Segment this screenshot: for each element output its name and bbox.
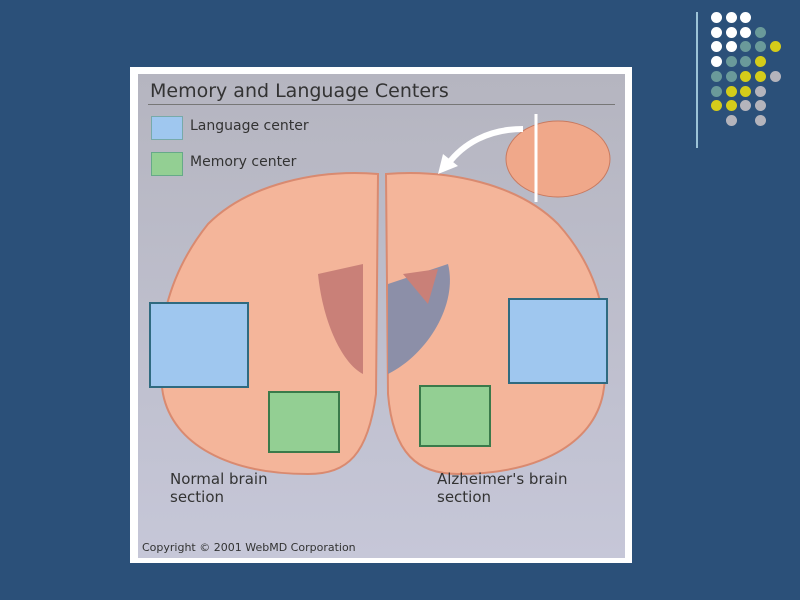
decorative-dot xyxy=(725,56,737,68)
decorative-dot xyxy=(711,12,722,23)
decorative-dot xyxy=(740,41,752,53)
alzheimers-language-center-box xyxy=(508,298,608,384)
decorative-dot xyxy=(711,85,722,97)
decorative-dot xyxy=(755,26,767,38)
decorative-dot xyxy=(740,70,752,82)
decorative-dot xyxy=(755,70,767,82)
alzheimers-brain-caption: Alzheimer's brain section xyxy=(437,470,567,506)
language-center-swatch xyxy=(151,116,183,140)
decorative-dot xyxy=(725,41,737,53)
decorative-dot xyxy=(725,100,737,112)
decorative-dot xyxy=(755,56,767,68)
decorative-dot xyxy=(725,26,737,38)
decorative-dot xyxy=(711,26,722,38)
caption-line: Alzheimer's brain xyxy=(437,470,568,488)
decorative-dot xyxy=(711,100,722,112)
decorative-dot xyxy=(755,114,767,126)
title-divider xyxy=(148,104,615,105)
side-view-brain-icon xyxy=(505,120,611,198)
alzheimers-ventricle-lower xyxy=(403,269,438,304)
memory-center-swatch xyxy=(151,152,183,176)
caption-line: Normal brain xyxy=(170,470,268,488)
decorative-dot xyxy=(755,85,767,97)
brain-illustration xyxy=(149,114,611,476)
decorative-dot xyxy=(740,26,752,38)
decorative-dot xyxy=(740,12,752,23)
decorative-dot xyxy=(725,70,737,82)
decorative-dot xyxy=(740,100,752,112)
decorative-dot xyxy=(725,85,737,97)
brain-diagram: Memory and Language Centers Language cen… xyxy=(138,74,625,558)
decorative-dot xyxy=(725,114,737,126)
decorative-dot xyxy=(711,41,722,53)
decorative-vertical-line xyxy=(696,12,698,148)
decorative-dot xyxy=(755,100,767,112)
arrow-icon xyxy=(445,126,524,166)
normal-language-center-box xyxy=(149,302,249,388)
decorative-dot xyxy=(725,12,737,23)
decorative-dot xyxy=(740,56,752,68)
alzheimers-ventricle xyxy=(388,264,450,374)
normal-memory-center-box xyxy=(268,391,340,453)
normal-ventricle xyxy=(318,264,363,374)
decorative-dot xyxy=(711,56,722,68)
normal-brain-caption: Normal brain section xyxy=(170,470,268,506)
memory-center-legend-label: Memory center xyxy=(190,154,297,170)
alzheimers-memory-center-box xyxy=(419,385,491,447)
decorative-dot xyxy=(769,70,781,82)
diagram-title: Memory and Language Centers xyxy=(150,80,449,102)
decorative-dot xyxy=(711,70,722,82)
decorative-dot xyxy=(755,41,767,53)
copyright-notice: Copyright © 2001 WebMD Corporation xyxy=(142,541,356,554)
caption-line: section xyxy=(170,488,225,506)
decorative-dot xyxy=(769,41,781,53)
language-center-legend-label: Language center xyxy=(190,118,309,134)
decorative-dot xyxy=(740,85,752,97)
caption-line: section xyxy=(437,488,492,506)
